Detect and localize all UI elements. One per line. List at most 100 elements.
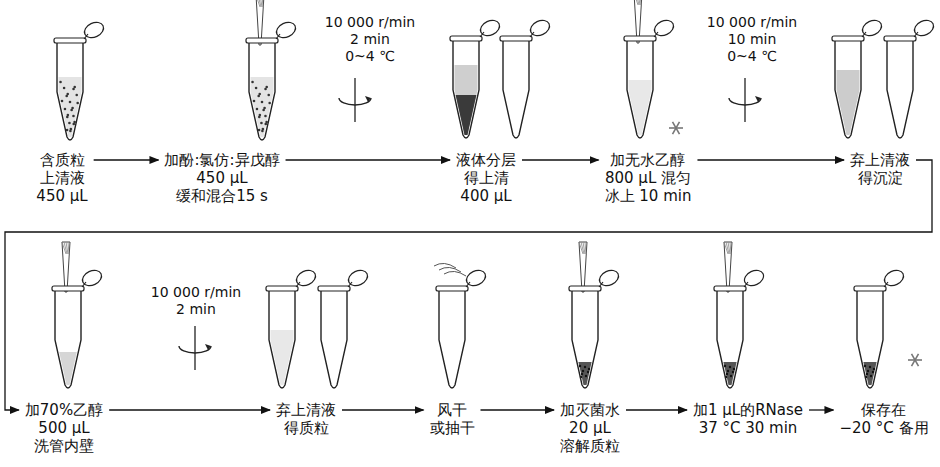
tube-rim bbox=[318, 286, 350, 291]
lid-hinge bbox=[914, 32, 918, 37]
particle-dot bbox=[267, 94, 270, 97]
pipette-hatch bbox=[260, 0, 262, 7]
tube-rim bbox=[54, 38, 86, 43]
tube-content bbox=[578, 362, 591, 385]
particle-dot bbox=[61, 100, 64, 103]
tube-rim bbox=[624, 36, 656, 41]
pellet-dot bbox=[733, 368, 735, 370]
tube-content bbox=[863, 362, 876, 385]
pellet-dot bbox=[726, 373, 728, 375]
pipette-hatch bbox=[581, 242, 584, 254]
pipette-hatch bbox=[579, 242, 583, 254]
pellet-dot bbox=[727, 370, 729, 372]
tube-rim bbox=[854, 286, 886, 291]
lid-hinge bbox=[599, 282, 603, 287]
tube-content bbox=[629, 80, 652, 135]
step-box: 保存在 −20 °C 备用 bbox=[836, 400, 931, 438]
tube-body bbox=[503, 40, 529, 138]
rotation-arc bbox=[339, 98, 371, 105]
tube-lid bbox=[882, 267, 906, 288]
tube-body bbox=[717, 290, 743, 388]
pipette-hatch bbox=[583, 242, 585, 254]
step-text: 加1 μL的RNase 37 °C 30 min bbox=[693, 401, 803, 437]
tube-rim bbox=[266, 286, 298, 291]
tube-content bbox=[723, 362, 736, 385]
rotation-head bbox=[205, 344, 211, 350]
tube-body bbox=[453, 40, 479, 138]
tube-body bbox=[55, 290, 81, 388]
lid-hinge bbox=[348, 282, 352, 287]
flow-arrow bbox=[809, 409, 833, 410]
flow-arrow bbox=[342, 409, 424, 410]
tube-body bbox=[249, 42, 275, 140]
step-text: 液体分层 得上清 400 μL bbox=[456, 151, 516, 205]
tube-rim bbox=[500, 36, 532, 41]
pipette-hatch bbox=[730, 242, 731, 254]
tube-content bbox=[455, 65, 478, 135]
flow-arrow bbox=[286, 159, 450, 160]
particle-dot bbox=[64, 108, 67, 111]
particle-dot bbox=[72, 115, 75, 118]
pipette-hatch bbox=[728, 242, 730, 254]
pellet-dot bbox=[870, 375, 872, 377]
lid-hinge bbox=[862, 32, 866, 37]
pipette-hatch bbox=[258, 0, 261, 7]
tube-body bbox=[572, 290, 598, 388]
particle-dot bbox=[68, 122, 71, 125]
pellet-dot bbox=[582, 370, 584, 372]
tube-rim bbox=[884, 36, 916, 41]
lid-hinge bbox=[82, 282, 86, 287]
step-text: 加灭菌水 20 μL 溶解质粒 bbox=[560, 401, 620, 455]
step-box: 加无水乙醇 800 μL 混匀 冰上 10 min bbox=[602, 150, 695, 206]
particle-dot bbox=[259, 114, 262, 117]
step-box: 弃上清液 得质粒 bbox=[273, 400, 339, 438]
rotation-axis bbox=[354, 78, 355, 122]
tube-body bbox=[857, 290, 883, 388]
tube-lid bbox=[274, 19, 298, 40]
tube-body bbox=[627, 40, 653, 138]
pipette-hatch bbox=[640, 0, 641, 5]
particle-dot bbox=[76, 102, 79, 105]
lid-hinge bbox=[744, 282, 748, 287]
pipette-hatch bbox=[66, 242, 68, 254]
step-box: 弃上清液 得沉淀 bbox=[847, 150, 913, 188]
flow-arrow bbox=[109, 409, 270, 410]
lid-hinge bbox=[466, 282, 470, 287]
pipette-tip bbox=[62, 242, 70, 292]
snowflake bbox=[673, 122, 680, 134]
pellet-dot bbox=[584, 366, 586, 368]
rotation-arc bbox=[179, 346, 211, 353]
particle-dot bbox=[262, 128, 265, 131]
snowflake bbox=[912, 354, 919, 366]
step-text: 加70%乙醇 500 μL 洗管内壁 bbox=[25, 401, 103, 455]
flow-arrow bbox=[626, 409, 687, 410]
air-flow bbox=[444, 271, 466, 276]
tube-lid bbox=[82, 19, 106, 40]
pipette-hatch bbox=[724, 242, 728, 254]
flow-arrow bbox=[481, 409, 555, 410]
pellet-dot bbox=[579, 365, 581, 367]
step-box: 含质粒 上清液 450 μL bbox=[33, 150, 90, 206]
particle-dot bbox=[256, 108, 259, 111]
tube-rim bbox=[436, 286, 468, 291]
particle-dot bbox=[253, 100, 256, 103]
centrifuge-condition: 10 000 r/min 2 min bbox=[149, 284, 243, 318]
rotation-head bbox=[365, 96, 371, 102]
particle-dot bbox=[70, 128, 73, 131]
tube-content bbox=[251, 77, 274, 137]
tube-lid bbox=[464, 267, 488, 288]
step-box: 加酚:氯仿:异戊醇 450 μL 缓和混合15 s bbox=[161, 150, 282, 206]
pipette-hatch bbox=[62, 242, 66, 254]
pellet-dot bbox=[866, 373, 868, 375]
pellet-dot bbox=[867, 370, 869, 372]
particle-dot bbox=[261, 101, 264, 104]
tube-lid bbox=[652, 17, 676, 38]
particle-dot bbox=[268, 102, 271, 105]
tube-rim bbox=[450, 36, 482, 41]
particle-dot bbox=[71, 107, 74, 110]
step-text: 加酚:氯仿:异戊醇 450 μL 缓和混合15 s bbox=[164, 151, 279, 205]
tube-rim bbox=[832, 36, 864, 41]
step-text: 风干 或抽干 bbox=[430, 401, 475, 437]
